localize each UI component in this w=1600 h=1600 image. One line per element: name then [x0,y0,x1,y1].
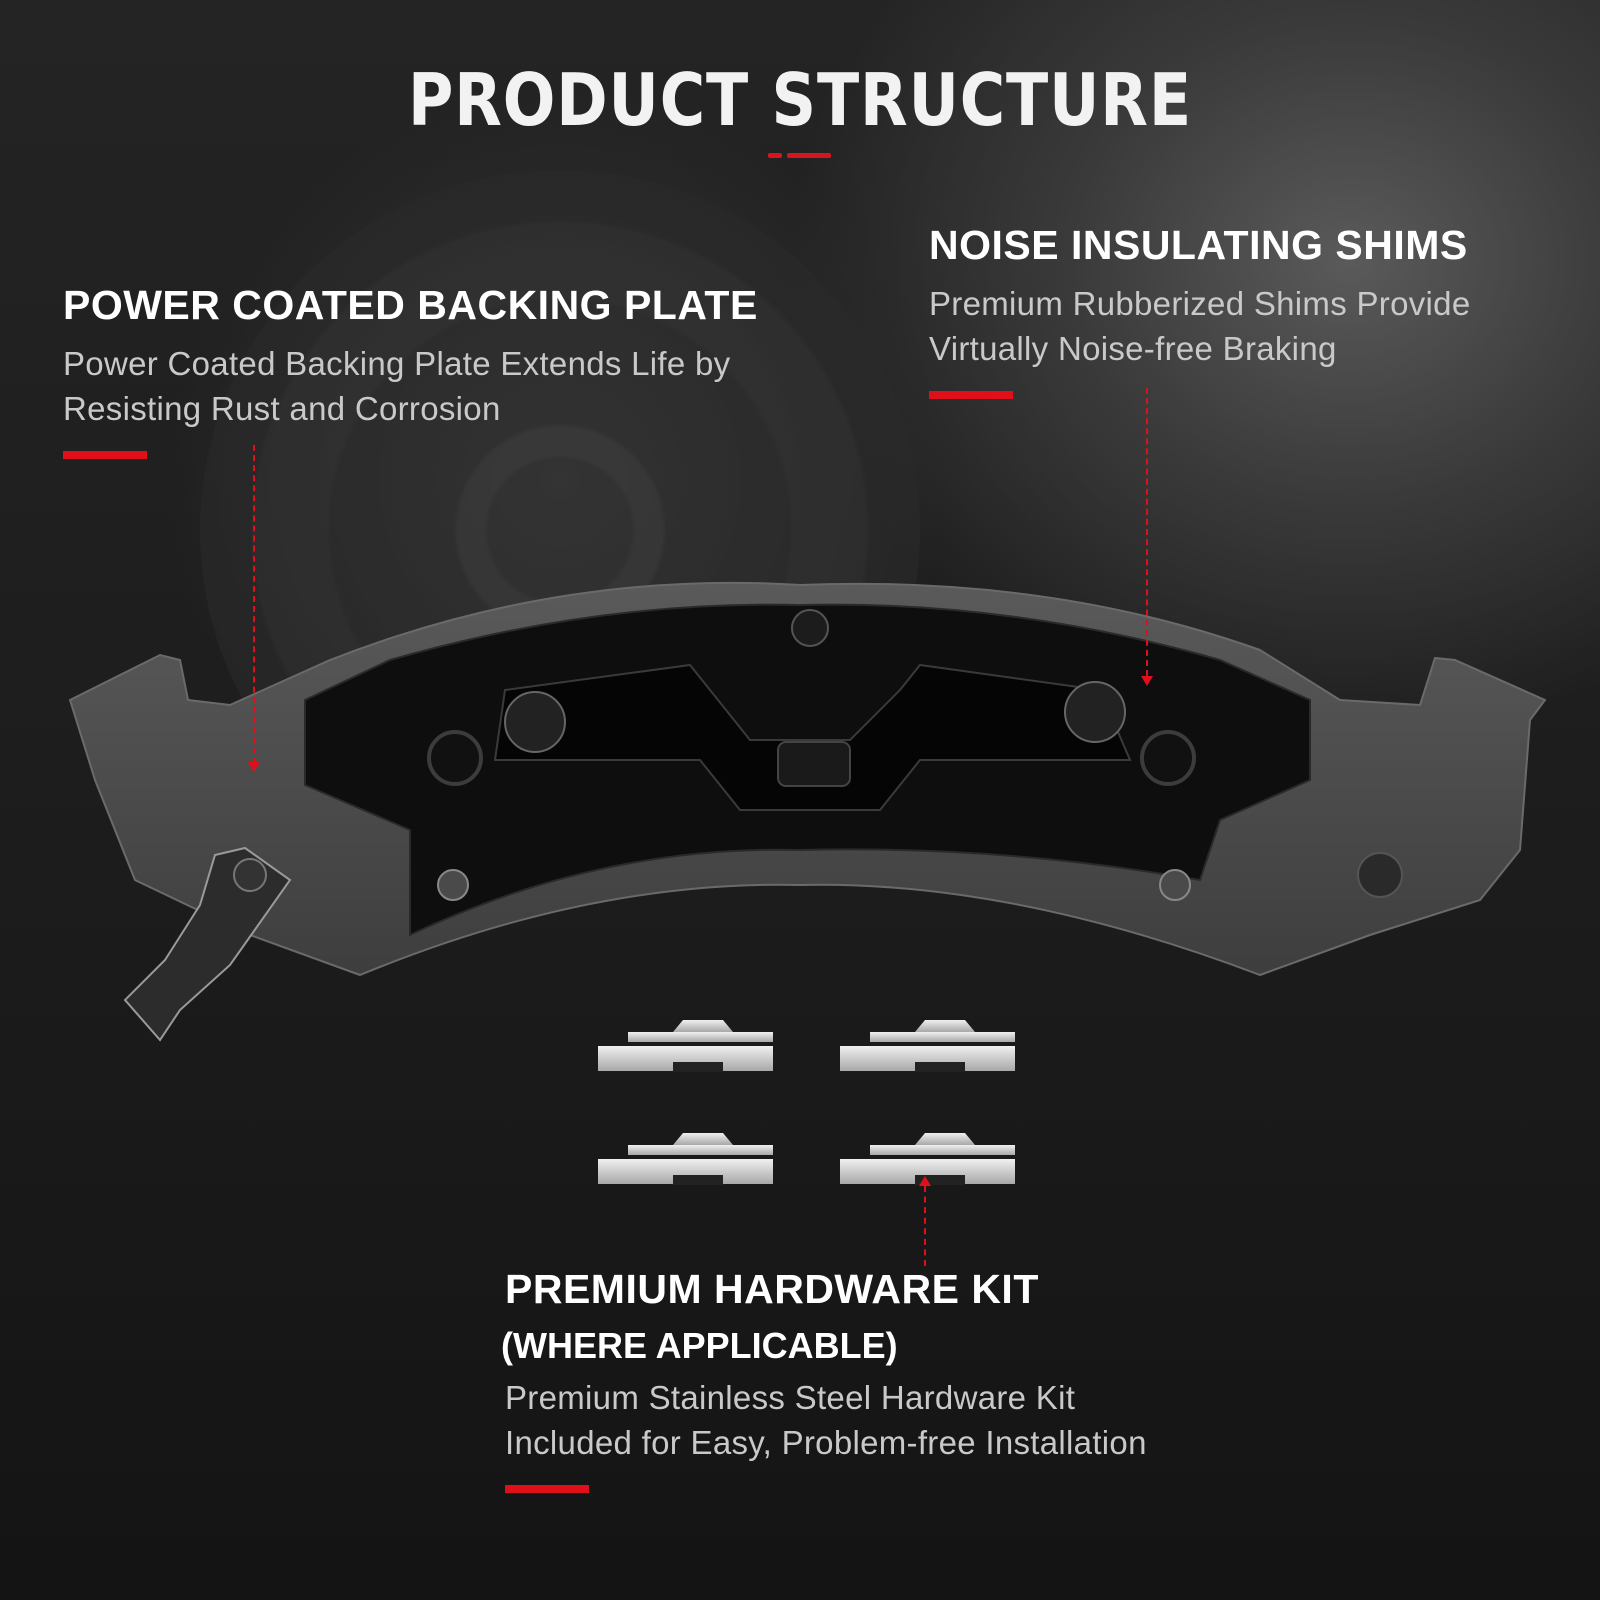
callout-line-backing-plate [253,445,255,763]
rivet-icon [1159,869,1191,901]
title-accent-dot [768,153,782,158]
feature-description-line: Included for Easy, Problem-free Installa… [505,1424,1147,1461]
callout-line-hardware [924,1186,926,1266]
wear-indicator-icon [123,846,292,1042]
feature-hardware-kit: PREMIUM HARDWARE KIT (WHERE APPLICABLE) … [501,1266,1147,1493]
hardware-clip-icon [598,1020,773,1072]
feature-description-line: Virtually Noise-free Braking [929,330,1337,367]
rivet-icon [233,858,267,892]
rivet-icon [791,609,829,647]
feature-description-line: Resisting Rust and Corrosion [63,390,501,427]
feature-title: PREMIUM HARDWARE KIT [505,1266,1039,1312]
page-title: PRODUCT STRUCTURE [408,58,1192,142]
feature-description-line: Premium Rubberized Shims Provide [929,285,1471,322]
hardware-clip-icon [840,1020,1015,1072]
hardware-clip-icon [598,1133,773,1185]
rivet-icon [1357,852,1403,898]
title-accent-bar [787,153,831,158]
feature-shims: NOISE INSULATING SHIMS Premium Rubberize… [929,222,1470,399]
rivet-icon [437,869,469,901]
rivet-icon [427,730,483,786]
feature-backing-plate: POWER COATED BACKING PLATE Power Coated … [63,282,758,459]
arrow-up-icon [919,1176,931,1186]
clip-dome-icon [504,691,566,753]
rivet-icon [1140,730,1196,786]
callout-line-shims [1146,388,1148,676]
red-underline [929,391,1013,399]
feature-subtitle: (WHERE APPLICABLE) [501,1325,898,1366]
feature-description-line: Premium Stainless Steel Hardware Kit [505,1379,1076,1416]
arrow-down-icon [1141,676,1153,686]
red-underline [63,451,147,459]
feature-title: POWER COATED BACKING PLATE [63,282,758,328]
feature-title: NOISE INSULATING SHIMS [929,222,1468,268]
arrow-down-icon [248,762,260,772]
clip-tab-icon [777,741,851,787]
red-underline [505,1485,589,1493]
clip-dome-icon [1064,681,1126,743]
feature-description-line: Power Coated Backing Plate Extends Life … [63,345,731,382]
